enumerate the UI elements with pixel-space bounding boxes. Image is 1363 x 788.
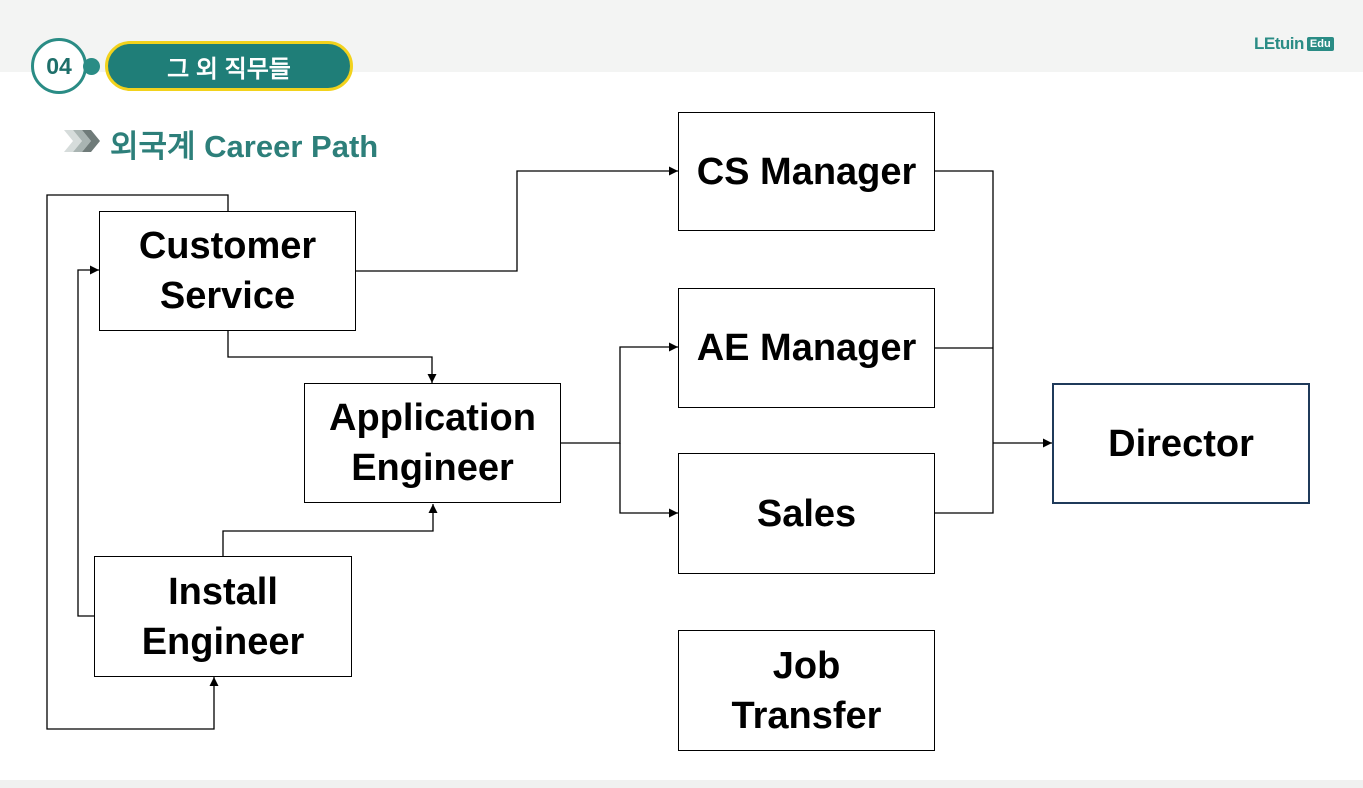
section-number-badge: 04 <box>31 38 87 94</box>
node-application-engineer: Application Engineer <box>304 383 561 503</box>
node-ae-manager: AE Manager <box>678 288 935 408</box>
section-connector-dot <box>83 58 100 75</box>
edge-ae-to-sales <box>619 443 678 518</box>
node-cs-manager: CS Manager <box>678 112 935 231</box>
footer-band <box>0 780 1363 788</box>
double-chevron-right-icon <box>64 129 100 157</box>
logo-text: LEtuin <box>1254 34 1304 53</box>
subtitle: 외국계 Career Path <box>64 124 378 164</box>
node-customer-service: Customer Service <box>99 211 356 331</box>
edge-ae-to-aemanager <box>561 342 678 444</box>
node-job-transfer: Job Transfer <box>678 630 935 751</box>
node-install-engineer: Install Engineer <box>94 556 352 677</box>
section-title: 그 외 직무들 <box>167 55 291 83</box>
edge-cs-to-install <box>46 194 229 730</box>
section-title-pill: 그 외 직무들 <box>105 41 353 91</box>
section-number: 04 <box>46 52 72 79</box>
brand-logo: LEtuin Edu <box>1254 34 1334 54</box>
node-director: Director <box>1052 383 1310 504</box>
subtitle-text: 외국계 Career Path <box>110 128 379 164</box>
edge-sales-to-director <box>935 443 994 514</box>
logo-badge: Edu <box>1306 37 1334 51</box>
edge-cs-to-csmanager <box>356 166 678 272</box>
edge-install-to-ae <box>222 504 438 556</box>
edge-install-to-cs <box>77 265 99 617</box>
edge-cs-to-ae <box>227 331 437 383</box>
node-sales: Sales <box>678 453 935 574</box>
edge-csmanager-to-director <box>935 170 994 443</box>
